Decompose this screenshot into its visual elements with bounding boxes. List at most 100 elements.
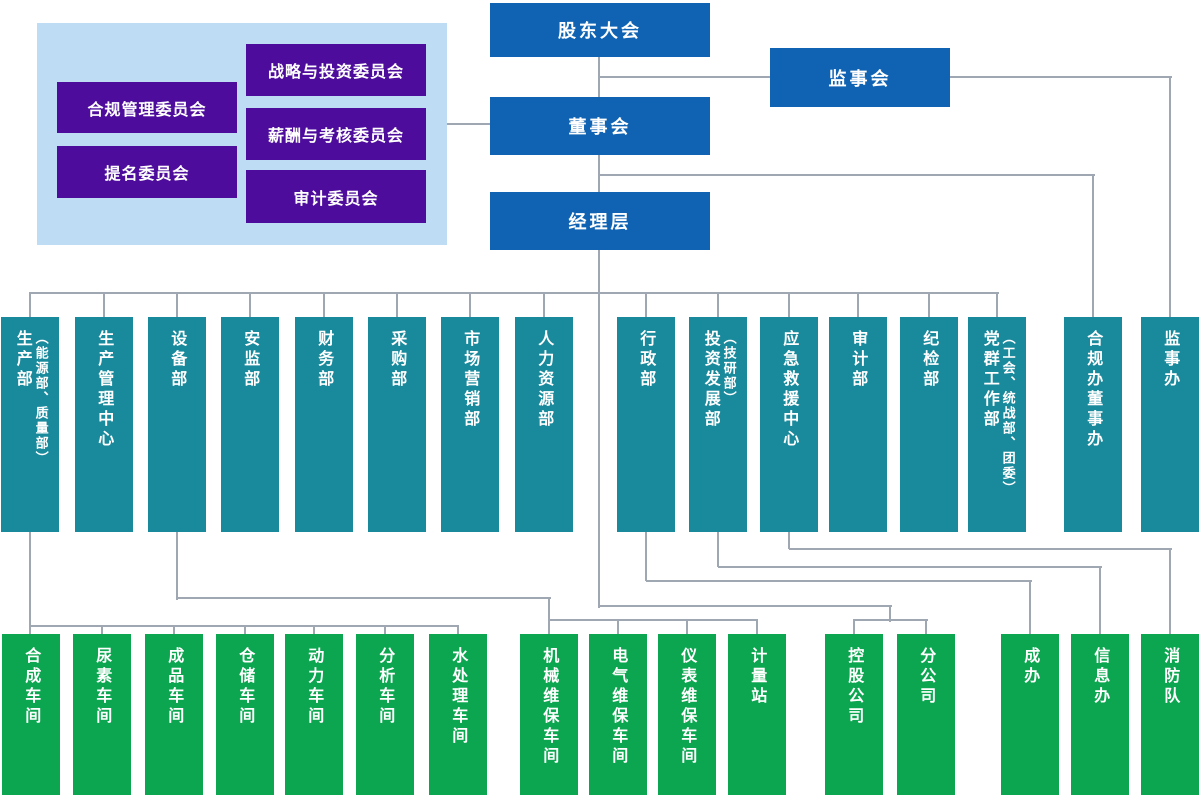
cheng-office-node: 成办 [1001, 634, 1059, 795]
node-label: 安监部 [241, 330, 260, 390]
node-label: 行政部 [637, 330, 657, 390]
audit-dept-node: 审计部 [829, 317, 887, 532]
node-label-main: 生产管理中心 [95, 330, 115, 450]
node-label: 成品车间 [165, 647, 184, 727]
node-label: 审计部 [849, 330, 869, 390]
shareholders-meeting-node: 股东大会 [490, 3, 710, 57]
connector-line [323, 293, 325, 317]
connector-line [313, 626, 315, 634]
node-label: 成办 [1021, 647, 1041, 687]
node-label: 信息办 [1091, 647, 1111, 707]
node-label: 机械维保车间 [540, 647, 560, 767]
node-label-main: 合成车间 [22, 647, 42, 727]
node-label-main: 分公司 [917, 647, 937, 707]
connector-line [176, 293, 178, 317]
node-label-main: 动力车间 [305, 647, 325, 727]
connector-line [29, 292, 999, 294]
node-label-main: 应急救援中心 [780, 330, 800, 450]
discipline-inspection-dept-node: 纪检部 [900, 317, 958, 532]
node-label: 应急救援中心 [780, 330, 800, 450]
finished-product-workshop-node: 成品车间 [145, 634, 203, 795]
node-label-main: 党群工作部 [980, 330, 1000, 430]
connector-line [1092, 175, 1094, 317]
connector-line [950, 76, 1172, 78]
connector-line [717, 293, 719, 317]
node-label-main: 电气维保车间 [609, 647, 629, 767]
connector-line [646, 580, 1032, 582]
connector-line [244, 626, 246, 634]
node-label: 尿素车间 [93, 647, 113, 727]
strategy-investment-committee-node: 战略与投资委员会 [246, 44, 426, 96]
node-label: 合规办董事办 [1084, 330, 1104, 450]
connector-line [1029, 581, 1031, 634]
synthesis-workshop-node: 合成车间 [2, 634, 60, 795]
connector-line [789, 548, 1172, 550]
node-label-main: 合规办董事办 [1084, 330, 1104, 450]
node-label-main: 财务部 [315, 330, 335, 390]
metering-station-node: 计量站 [728, 634, 786, 795]
connector-line [29, 625, 459, 627]
node-label-main: 成办 [1021, 647, 1041, 687]
electrical-maintenance-workshop-node: 电气维保车间 [589, 634, 647, 795]
finance-dept-node: 财务部 [295, 317, 353, 532]
node-label: 水处理车间 [449, 647, 468, 747]
connector-line [857, 293, 859, 317]
node-label-main: 机械维保车间 [540, 647, 560, 767]
supervisory-board-node: 监事会 [770, 48, 950, 107]
branch-company-node: 分公司 [897, 634, 955, 795]
node-label: 计量站 [748, 647, 768, 707]
node-label-main: 计量站 [748, 647, 768, 707]
warehousing-workshop-node: 仓储车间 [216, 634, 274, 795]
node-label: 合成车间 [22, 647, 42, 727]
connector-line [853, 620, 855, 634]
connector-line [457, 626, 459, 634]
node-label-main: 仪表维保车间 [678, 647, 698, 767]
compliance-board-office-node: 合规办董事办 [1064, 317, 1122, 532]
safety-supervision-dept-node: 安监部 [221, 317, 279, 532]
node-label-main: 纪检部 [920, 330, 940, 390]
node-label-main: 仓储车间 [236, 647, 256, 727]
node-label-main: 审计部 [849, 330, 869, 390]
node-label: 仪表维保车间 [678, 647, 698, 767]
node-label-main: 控股公司 [845, 647, 865, 727]
power-workshop-node: 动力车间 [285, 634, 343, 795]
connector-line [1169, 77, 1171, 317]
node-label: 控股公司 [845, 647, 865, 727]
node-label-main: 分析车间 [376, 647, 396, 727]
node-label: 动力车间 [305, 647, 325, 727]
node-label: 电气维保车间 [609, 647, 629, 767]
audit-committee-node: 审计委员会 [246, 170, 426, 223]
node-label-main: 设备部 [168, 330, 188, 390]
connector-line [598, 155, 600, 192]
mechanical-maintenance-workshop-node: 机械维保车间 [520, 634, 578, 795]
node-label: 投资发展部（技研部） [701, 330, 736, 430]
node-label-main: 行政部 [637, 330, 657, 390]
board-of-directors-node: 董事会 [490, 97, 710, 155]
connector-line [686, 620, 688, 634]
connector-line [756, 620, 758, 634]
node-label: 分析车间 [376, 647, 396, 727]
node-label: 消防队 [1161, 647, 1180, 707]
node-label: 仓储车间 [236, 647, 256, 727]
connector-line [788, 531, 790, 549]
node-label-main: 人力资源部 [535, 330, 555, 430]
connector-line [173, 626, 175, 634]
node-label-main: 尿素车间 [93, 647, 113, 727]
connector-line [177, 597, 551, 599]
node-label: 纪检部 [920, 330, 940, 390]
connector-line [889, 606, 891, 622]
connector-line [103, 293, 105, 317]
procurement-dept-node: 采购部 [368, 317, 426, 532]
fire-brigade-node: 消防队 [1141, 634, 1199, 795]
connector-line [617, 620, 619, 634]
instrument-maintenance-workshop-node: 仪表维保车间 [658, 634, 716, 795]
connector-line [598, 250, 600, 608]
connector-line [548, 598, 550, 634]
node-label: 生产部（能源部、质量部） [13, 330, 48, 466]
node-label-main: 信息办 [1091, 647, 1111, 707]
connector-line [928, 293, 930, 317]
party-mass-work-dept-node: 党群工作部（工会、统战部、团委） [968, 317, 1026, 532]
connector-line [249, 293, 251, 317]
connector-line [599, 605, 892, 607]
